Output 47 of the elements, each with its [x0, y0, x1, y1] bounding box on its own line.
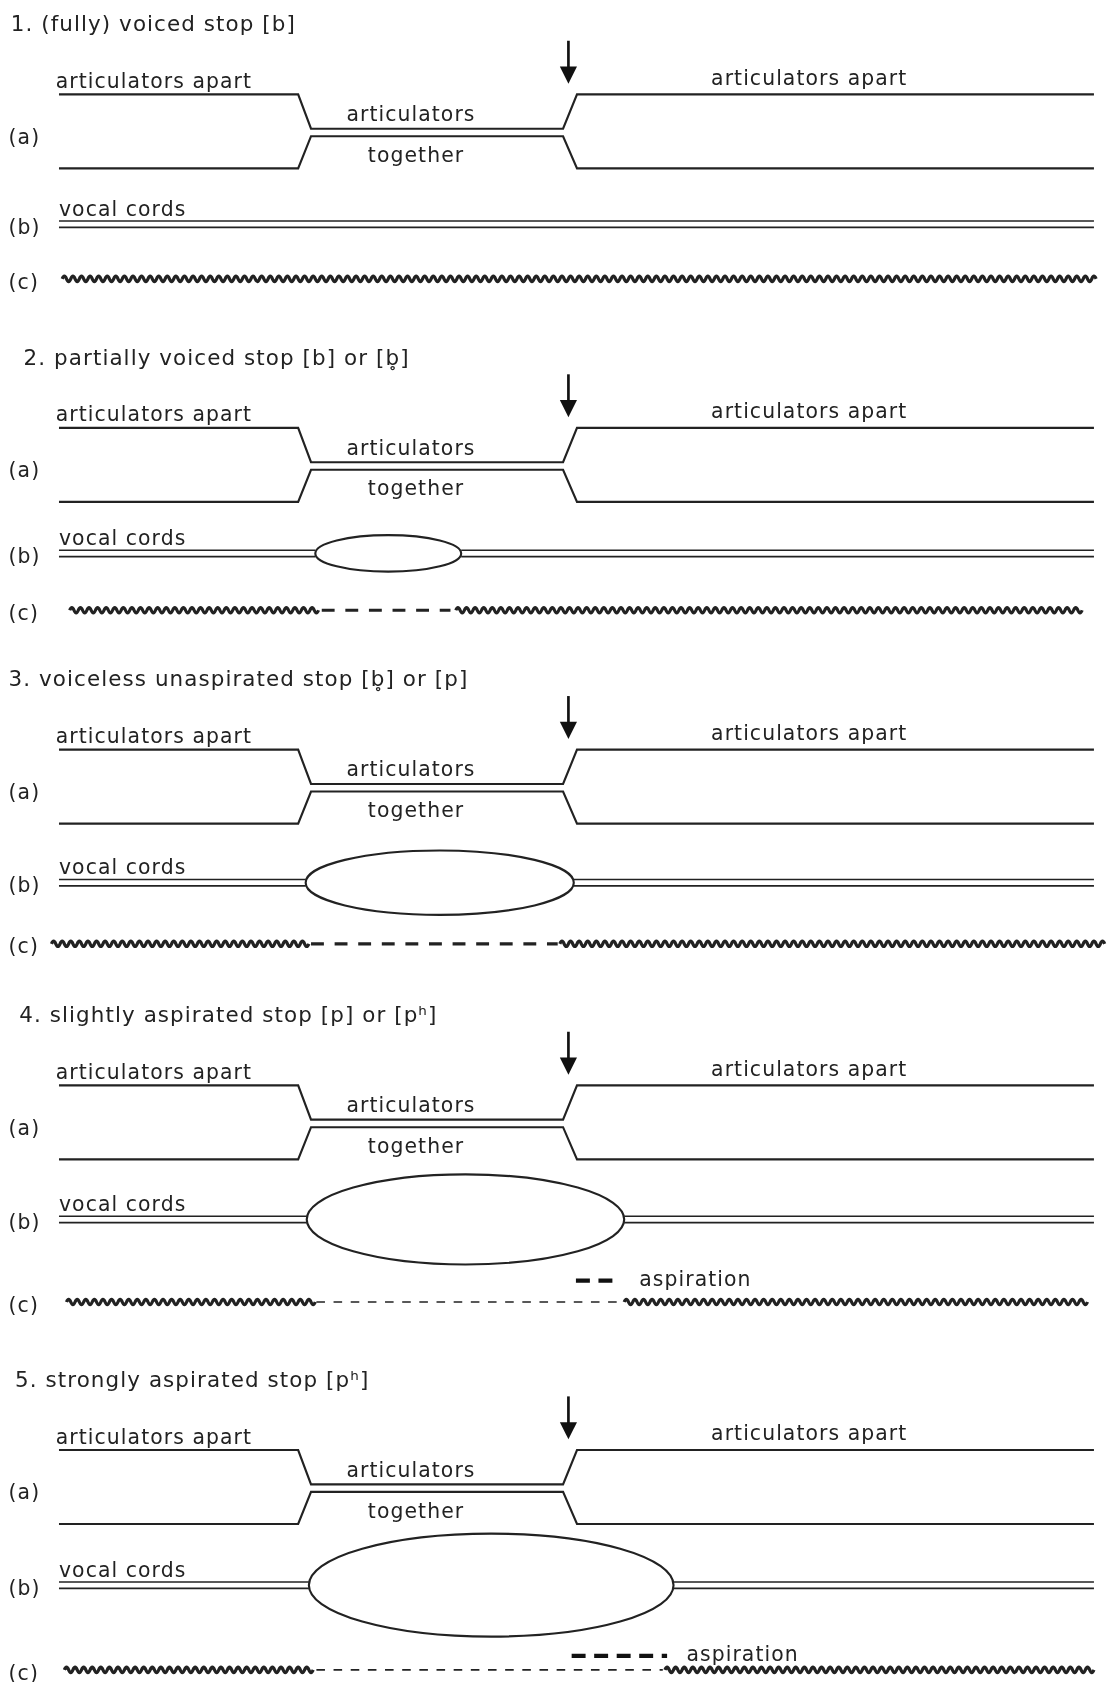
stop-heading: 4. slightly aspirated stop [p] or [pʰ] — [19, 1002, 438, 1027]
articulators-apart-label: articulators apart — [711, 398, 908, 423]
row-label: (c) — [8, 600, 39, 625]
articulators-label: articulators — [346, 1457, 476, 1482]
articulators-apart-label: articulators apart — [711, 1421, 908, 1445]
articulators-label: articulators — [346, 1092, 476, 1117]
row-label: (c) — [8, 934, 39, 958]
articulators-label: together — [367, 1498, 465, 1522]
row-label: (b) — [8, 873, 41, 897]
articulators-apart-label: articulators apart — [55, 68, 253, 93]
articulators-apart-label: articulators apart — [55, 402, 253, 426]
articulators-apart-label: articulators apart — [55, 1424, 253, 1448]
stop-heading: 3. voiceless unaspirated stop [b̥] or [p] — [8, 667, 469, 691]
row-label: (a) — [8, 1115, 41, 1139]
row-label: (c) — [8, 1660, 39, 1682]
articulators-apart-label: articulators apart — [711, 1056, 908, 1080]
articulators-label: together — [367, 1133, 465, 1158]
row-label: (c) — [8, 1292, 39, 1316]
row-label: (a) — [8, 779, 41, 804]
articulators-apart-label: articulators apart — [711, 720, 908, 745]
row-label: (b) — [8, 1575, 41, 1600]
row-label: (a) — [8, 1480, 41, 1504]
articulators-label: together — [367, 476, 465, 500]
articulators-label: articulators — [346, 435, 476, 460]
row-label: (b) — [8, 543, 41, 568]
articulators-label: articulators — [346, 757, 476, 781]
articulators-label: together — [367, 797, 465, 822]
articulators-label: together — [367, 142, 465, 167]
row-label: (b) — [8, 214, 41, 239]
stop-heading: 1. (fully) voiced stop [b] — [10, 11, 296, 36]
row-label: (c) — [8, 269, 39, 293]
vocal-cords-label: vocal cords — [59, 1557, 187, 1581]
row-label: (a) — [8, 457, 41, 482]
aspiration-label: aspiration — [686, 1642, 799, 1666]
stop-heading: 2. partially voiced stop [b] or [b̥] — [23, 345, 410, 369]
articulators-apart-label: articulators apart — [711, 65, 908, 89]
row-label: (b) — [8, 1209, 41, 1234]
articulators-label: articulators — [346, 101, 476, 126]
aspiration-label: aspiration — [639, 1266, 752, 1291]
vocal-cords-label: vocal cords — [59, 525, 187, 550]
vocal-cords-label: vocal cords — [59, 854, 187, 879]
stop-heading: 5. strongly aspirated stop [pʰ] — [15, 1367, 370, 1392]
row-label: (a) — [8, 124, 41, 148]
vocal-cords-label: vocal cords — [59, 1191, 187, 1216]
articulators-apart-label: articulators apart — [55, 1059, 253, 1084]
vocal-cords-label: vocal cords — [59, 196, 187, 220]
articulators-apart-label: articulators apart — [55, 723, 253, 748]
